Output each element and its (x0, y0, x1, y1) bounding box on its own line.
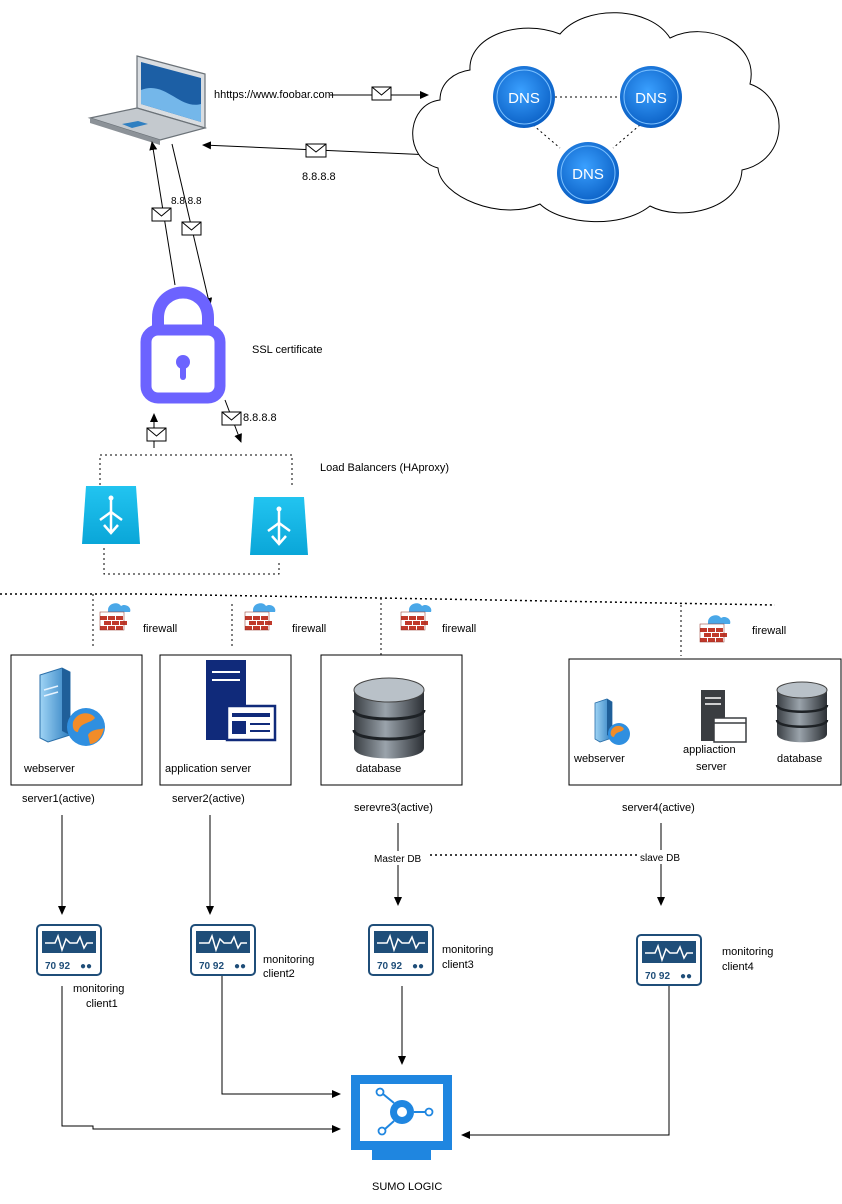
firewall-label: firewall (292, 623, 326, 635)
load-balancer-icon (82, 486, 140, 544)
laptop-icon (87, 55, 208, 145)
svg-text:70 92: 70 92 (377, 961, 402, 972)
server1-name: server1(active) (22, 793, 95, 805)
svg-text:DNS: DNS (635, 90, 667, 107)
network-backbone (0, 593, 776, 606)
database-icon (775, 681, 829, 743)
monitor3-line2: client3 (442, 959, 474, 971)
svg-text:DNS: DNS (508, 90, 540, 107)
monitoring-agent-icon: 70 92 ●● (636, 934, 702, 986)
server3-component: database (356, 763, 401, 775)
server4-component: server (696, 761, 727, 773)
db-role-bg (372, 851, 428, 865)
ssl-lock-icon (140, 286, 226, 404)
dns-server-icon: DNS (493, 66, 555, 128)
ssl-ip-bottom: 8.8.8.8 (243, 412, 277, 424)
monitor2-line2: client2 (263, 968, 295, 980)
monitor2-line1: monitoring (263, 954, 314, 966)
dns-link (532, 124, 561, 149)
dns-server-icon: DNS (557, 142, 619, 204)
log-arrow (221, 976, 341, 1098)
server4-name: server4(active) (622, 802, 695, 814)
firewall-icon (99, 603, 131, 631)
load-balancer-icon (250, 497, 308, 555)
server2-component: application server (165, 763, 252, 775)
svg-text:●●: ●● (680, 971, 692, 982)
webserver-icon (39, 667, 105, 746)
svg-text:●●: ●● (80, 961, 92, 972)
monitoring-agent-icon: 70 92 ●● (368, 924, 434, 976)
lb-label: Load Balancers (HAproxy) (320, 462, 449, 474)
monitoring-agent-icon: 70 92 ●● (190, 924, 256, 976)
svg-text:DNS: DNS (572, 166, 604, 183)
application-server-icon (701, 690, 747, 743)
envelope-icon (181, 221, 202, 236)
sumo-logic-icon (351, 1075, 452, 1160)
envelope-icon (371, 86, 392, 101)
ssl-ip-top: 8.8.8.8 (171, 196, 202, 207)
dns-link (612, 124, 641, 149)
log-arrow (61, 986, 341, 1133)
svg-text:●●: ●● (412, 961, 424, 972)
firewall-icon (400, 603, 432, 631)
ssl-label: SSL certificate (252, 344, 323, 356)
envelope-icon (221, 411, 242, 426)
webserver-icon (594, 698, 630, 745)
server3-name: serevre3(active) (354, 802, 433, 814)
monitor3-line1: monitoring (442, 944, 493, 956)
monitor4-line1: monitoring (722, 946, 773, 958)
url-label: hhttps://www.foobar.com (214, 89, 334, 101)
server4-component: database (777, 753, 822, 765)
envelope-icon (146, 427, 167, 442)
application-server-icon (206, 660, 277, 742)
envelope-icon (305, 143, 327, 158)
database-icon (352, 677, 426, 759)
monitor1-line1: monitoring (73, 983, 124, 995)
monitor4-line2: client4 (722, 961, 754, 973)
svg-text:70 92: 70 92 (199, 961, 224, 972)
log-arrow (461, 986, 670, 1139)
sumo-logic-label: SUMO LOGIC (372, 1181, 442, 1193)
db-role-bg (638, 850, 686, 864)
svg-text:●●: ●● (234, 961, 246, 972)
firewall-label: firewall (143, 623, 177, 635)
monitor1-line2: client1 (86, 998, 118, 1010)
server2-name: server2(active) (172, 793, 245, 805)
monitoring-agent-icon: 70 92 ●● (36, 924, 102, 976)
dns-reply-ip: 8.8.8.8 (302, 171, 336, 183)
firewall-icon (699, 615, 731, 643)
envelope-icon (151, 207, 172, 222)
svg-text:70 92: 70 92 (45, 961, 70, 972)
server4-component: appliaction (683, 744, 736, 756)
dns-server-icon: DNS (620, 66, 682, 128)
master-db-label: Master DB (374, 854, 422, 865)
svg-text:70 92: 70 92 (645, 971, 670, 982)
firewall-label: firewall (442, 623, 476, 635)
lb-connector (99, 454, 293, 485)
cloud-shape (412, 12, 780, 223)
firewall-icon (244, 603, 276, 631)
slave-db-label: slave DB (640, 853, 680, 864)
firewall-label: firewall (752, 625, 786, 637)
server4-component: webserver (573, 753, 625, 765)
server1-component: webserver (23, 763, 75, 775)
